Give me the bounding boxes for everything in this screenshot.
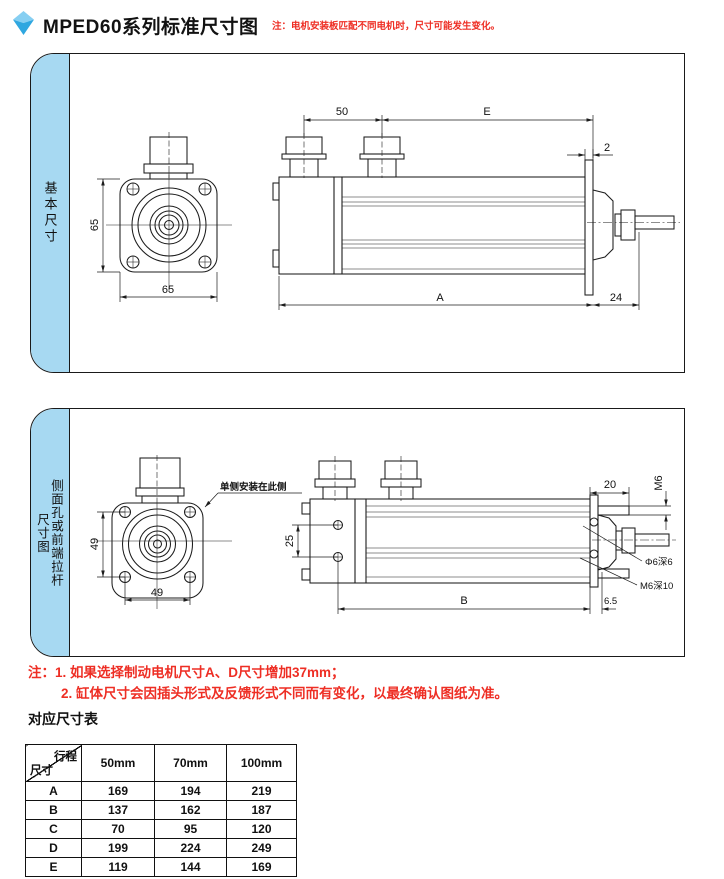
connectors-2 bbox=[314, 456, 422, 501]
dim-flange-width: 65 bbox=[162, 284, 174, 296]
table-cell: 162 bbox=[154, 800, 227, 820]
title-diamond-icon bbox=[13, 11, 34, 40]
corner-label-stroke: 行程 bbox=[54, 751, 77, 763]
size-table-heading: 对应尺寸表 bbox=[28, 711, 98, 727]
table-row: A 169 194 219 bbox=[25, 781, 297, 801]
dim-side-hole-pitch: 25 bbox=[284, 535, 296, 547]
dim-plate-offset: 6.5 bbox=[604, 596, 617, 607]
side-view-actuator-2: 25 20 M6 Φ6深6 M6深10 bbox=[284, 456, 676, 614]
panel2-drawing-area: 49 49 单侧安装在此侧 bbox=[70, 409, 684, 656]
table-row: B 137 162 187 bbox=[25, 800, 297, 820]
panel2-sidebar: 侧面孔或前端拉杆 尺寸图 bbox=[31, 409, 70, 656]
footnote-line-2: 2. 缸体尺寸会因插头形式及反馈形式不同而有变化，以最终确认图纸为准。 bbox=[61, 686, 509, 701]
dim-rod-offset: 20 bbox=[604, 479, 616, 491]
table-cell: 199 bbox=[81, 838, 155, 858]
table-cell: 120 bbox=[226, 819, 297, 839]
page-title: MPED60系列标准尺寸图 bbox=[43, 17, 259, 38]
dim-shaft-ext: 24 bbox=[610, 292, 622, 304]
dim-length-a: A bbox=[436, 292, 444, 304]
panel2-label-sub: 尺寸图 bbox=[35, 512, 49, 553]
table-cell: 119 bbox=[81, 857, 155, 877]
table-cell: 137 bbox=[81, 800, 155, 820]
table-cell: 224 bbox=[154, 838, 227, 858]
row-label: C bbox=[25, 819, 82, 839]
dim-hole-span-v: 49 bbox=[89, 538, 101, 550]
table-cell: 249 bbox=[226, 838, 297, 858]
dim-rod-thread: M6 bbox=[653, 475, 665, 490]
table-cell: 70 bbox=[81, 819, 155, 839]
table-cell: 169 bbox=[81, 781, 155, 801]
hole-depth-note: Φ6深6 bbox=[645, 557, 673, 568]
table-cell: 169 bbox=[226, 857, 297, 877]
mount-side-callout: 单侧安装在此侧 bbox=[220, 481, 287, 493]
header-note: 注：电机安装板匹配不同电机时，尺寸可能发生变化。 bbox=[272, 21, 501, 32]
dim-plate-thickness: 2 bbox=[604, 142, 610, 154]
footnotes: 注：1. 如果选择制动电机尺寸A、D尺寸增加37mm； 2. 缸体尺寸会因插头形… bbox=[28, 662, 508, 704]
mounting-screw-holes-2 bbox=[118, 505, 197, 584]
footnote-line-1: 注：1. 如果选择制动电机尺寸A、D尺寸增加37mm； bbox=[28, 665, 345, 680]
row-label: B bbox=[25, 800, 82, 820]
panel1-drawing-area: 65 65 bbox=[70, 54, 684, 372]
table-cell: 95 bbox=[154, 819, 227, 839]
panel1-sidebar: 基本尺寸 bbox=[31, 54, 70, 372]
table-cell: 219 bbox=[226, 781, 297, 801]
dim-length-e: E bbox=[483, 106, 490, 118]
panel-basic-dimensions: 基本尺寸 bbox=[30, 53, 685, 373]
panel1-label: 基本尺寸 bbox=[42, 181, 58, 245]
front-view-flange-2: 49 49 单侧安装在此侧 bbox=[89, 455, 302, 609]
page-header: MPED60系列标准尺寸图 bbox=[13, 11, 259, 40]
table-corner-cell: 行程 尺寸 bbox=[25, 744, 82, 782]
table-cell: 144 bbox=[154, 857, 227, 877]
col-header-50mm: 50mm bbox=[81, 744, 155, 782]
corner-label-dim: 尺寸 bbox=[30, 765, 53, 777]
thread-depth-note: M6深10 bbox=[640, 581, 673, 592]
table-row: D 199 224 249 bbox=[25, 838, 297, 858]
connectors bbox=[281, 133, 405, 178]
table-row: C 70 95 120 bbox=[25, 819, 297, 839]
table-cell: 194 bbox=[154, 781, 227, 801]
row-label: A bbox=[25, 781, 82, 801]
panel-side-hole-dimensions: 侧面孔或前端拉杆 尺寸图 bbox=[30, 408, 685, 657]
front-view-flange: 65 65 bbox=[89, 132, 232, 302]
dim-flange-height: 65 bbox=[89, 219, 101, 231]
dim-connector-pitch: 50 bbox=[336, 106, 348, 118]
col-header-70mm: 70mm bbox=[154, 744, 227, 782]
mounting-screw-holes bbox=[126, 182, 212, 269]
panel2-label-main: 侧面孔或前端拉杆 bbox=[49, 478, 63, 587]
side-mounting-holes bbox=[332, 519, 344, 563]
col-header-100mm: 100mm bbox=[226, 744, 297, 782]
dim-length-b: B bbox=[460, 595, 467, 607]
basic-dimensions-drawing: 65 65 bbox=[89, 106, 680, 310]
size-table: 行程 尺寸 50mm 70mm 100mm A 169 194 219 B 13… bbox=[25, 744, 297, 877]
side-hole-dimensions-drawing: 49 49 单侧安装在此侧 bbox=[89, 455, 676, 614]
table-row: E 119 144 169 bbox=[25, 857, 297, 877]
row-label: D bbox=[25, 838, 82, 858]
side-view-actuator: 50 E 2 A 24 bbox=[272, 106, 680, 310]
table-cell: 187 bbox=[226, 800, 297, 820]
row-label: E bbox=[25, 857, 82, 877]
dim-hole-span-h: 49 bbox=[151, 587, 163, 599]
